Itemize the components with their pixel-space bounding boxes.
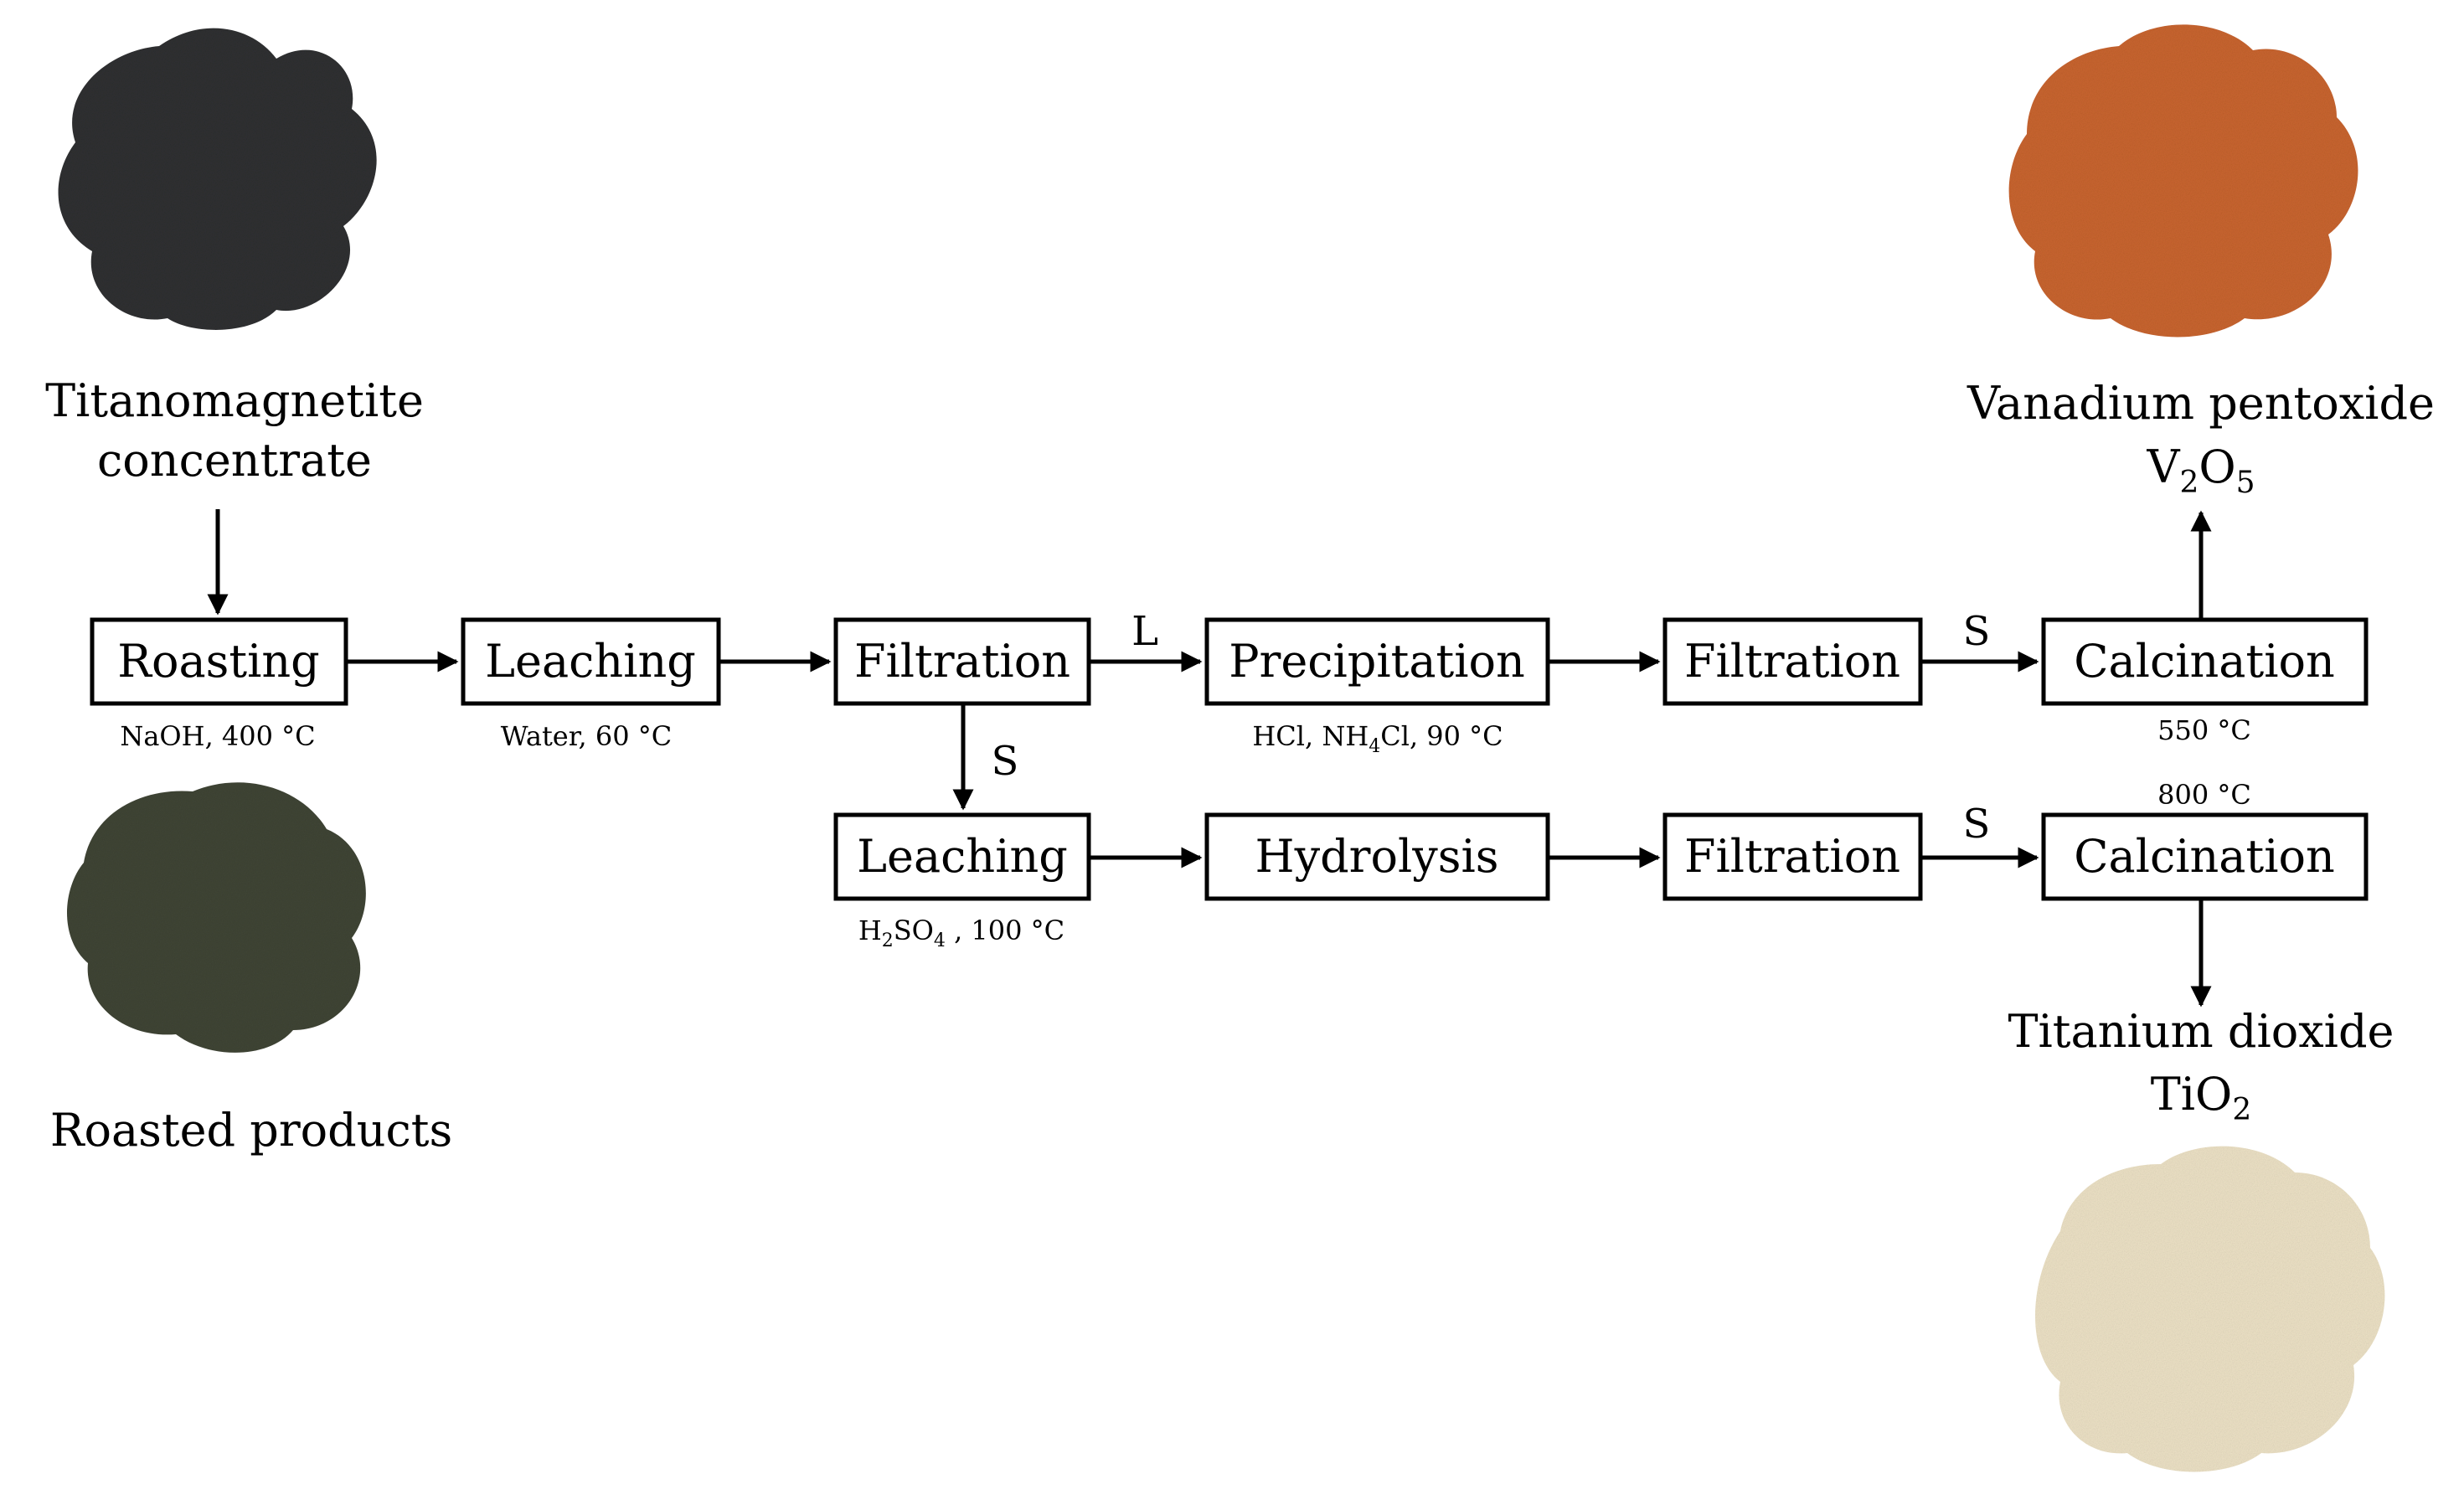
box-filtration-3-label: Filtration bbox=[1684, 830, 1900, 883]
box-filtration-2-label: Filtration bbox=[1684, 635, 1900, 688]
box-hydrolysis-label: Hydrolysis bbox=[1255, 830, 1499, 883]
roasted-products-label: Roasted products bbox=[50, 1104, 452, 1157]
box-precipitation-label: Precipitation bbox=[1229, 635, 1525, 688]
box-leaching-acid-label: Leaching bbox=[857, 830, 1068, 883]
box-roasting: Roasting bbox=[90, 617, 348, 706]
stream-label-solid-to-calcination-v: S bbox=[1963, 608, 1991, 655]
condition-precipitation: HCl, NH4Cl, 90 °C bbox=[1252, 720, 1503, 757]
titanium-dioxide-label: Titanium dioxide bbox=[2008, 1005, 2394, 1058]
connectors bbox=[207, 509, 2212, 1008]
box-precipitation: Precipitation bbox=[1204, 617, 1550, 706]
stream-label-solid-to-leaching: S bbox=[992, 738, 1019, 785]
box-leaching-water: Leaching bbox=[461, 617, 721, 706]
box-roasting-label: Roasting bbox=[117, 635, 319, 688]
titanium-dioxide-formula: TiO2 bbox=[2151, 1068, 2251, 1127]
box-calcination-v: Calcination bbox=[2041, 617, 2369, 706]
titanium-dioxide-powder-image bbox=[2035, 1146, 2385, 1472]
roasted-products-powder-image bbox=[67, 782, 366, 1053]
vanadium-pentoxide-formula: V2O5 bbox=[2146, 441, 2255, 500]
titanomagnetite-label-line1: Titanomagnetite bbox=[45, 374, 424, 427]
stream-label-liquid: L bbox=[1131, 608, 1158, 655]
box-calcination-ti-label: Calcination bbox=[2074, 830, 2335, 883]
box-filtration-1: Filtration bbox=[833, 617, 1091, 706]
box-filtration-3: Filtration bbox=[1662, 812, 1923, 901]
condition-roasting: NaOH, 400 °C bbox=[120, 720, 315, 752]
box-filtration-2: Filtration bbox=[1662, 617, 1923, 706]
vanadium-pentoxide-label: Vanadium pentoxide bbox=[1967, 377, 2435, 430]
box-leaching-water-label: Leaching bbox=[485, 635, 696, 688]
titanomagnetite-label-line2: concentrate bbox=[97, 434, 372, 487]
condition-calcination-v: 550 °C bbox=[2157, 714, 2251, 746]
box-filtration-1-label: Filtration bbox=[854, 635, 1070, 688]
condition-leaching-water: Water, 60 °C bbox=[501, 720, 672, 752]
stream-label-solid-to-calcination-ti: S bbox=[1963, 801, 1991, 848]
condition-calcination-ti: 800 °C bbox=[2157, 779, 2251, 811]
titanomagnetite-powder-image bbox=[58, 28, 377, 330]
condition-leaching-acid: H2SO4 , 100 °C bbox=[858, 915, 1064, 951]
vanadium-pentoxide-powder-image bbox=[2008, 24, 2358, 338]
box-calcination-ti: Calcination bbox=[2041, 812, 2369, 901]
box-calcination-v-label: Calcination bbox=[2074, 635, 2335, 688]
box-leaching-acid: Leaching bbox=[833, 812, 1091, 901]
box-hydrolysis: Hydrolysis bbox=[1204, 812, 1550, 901]
